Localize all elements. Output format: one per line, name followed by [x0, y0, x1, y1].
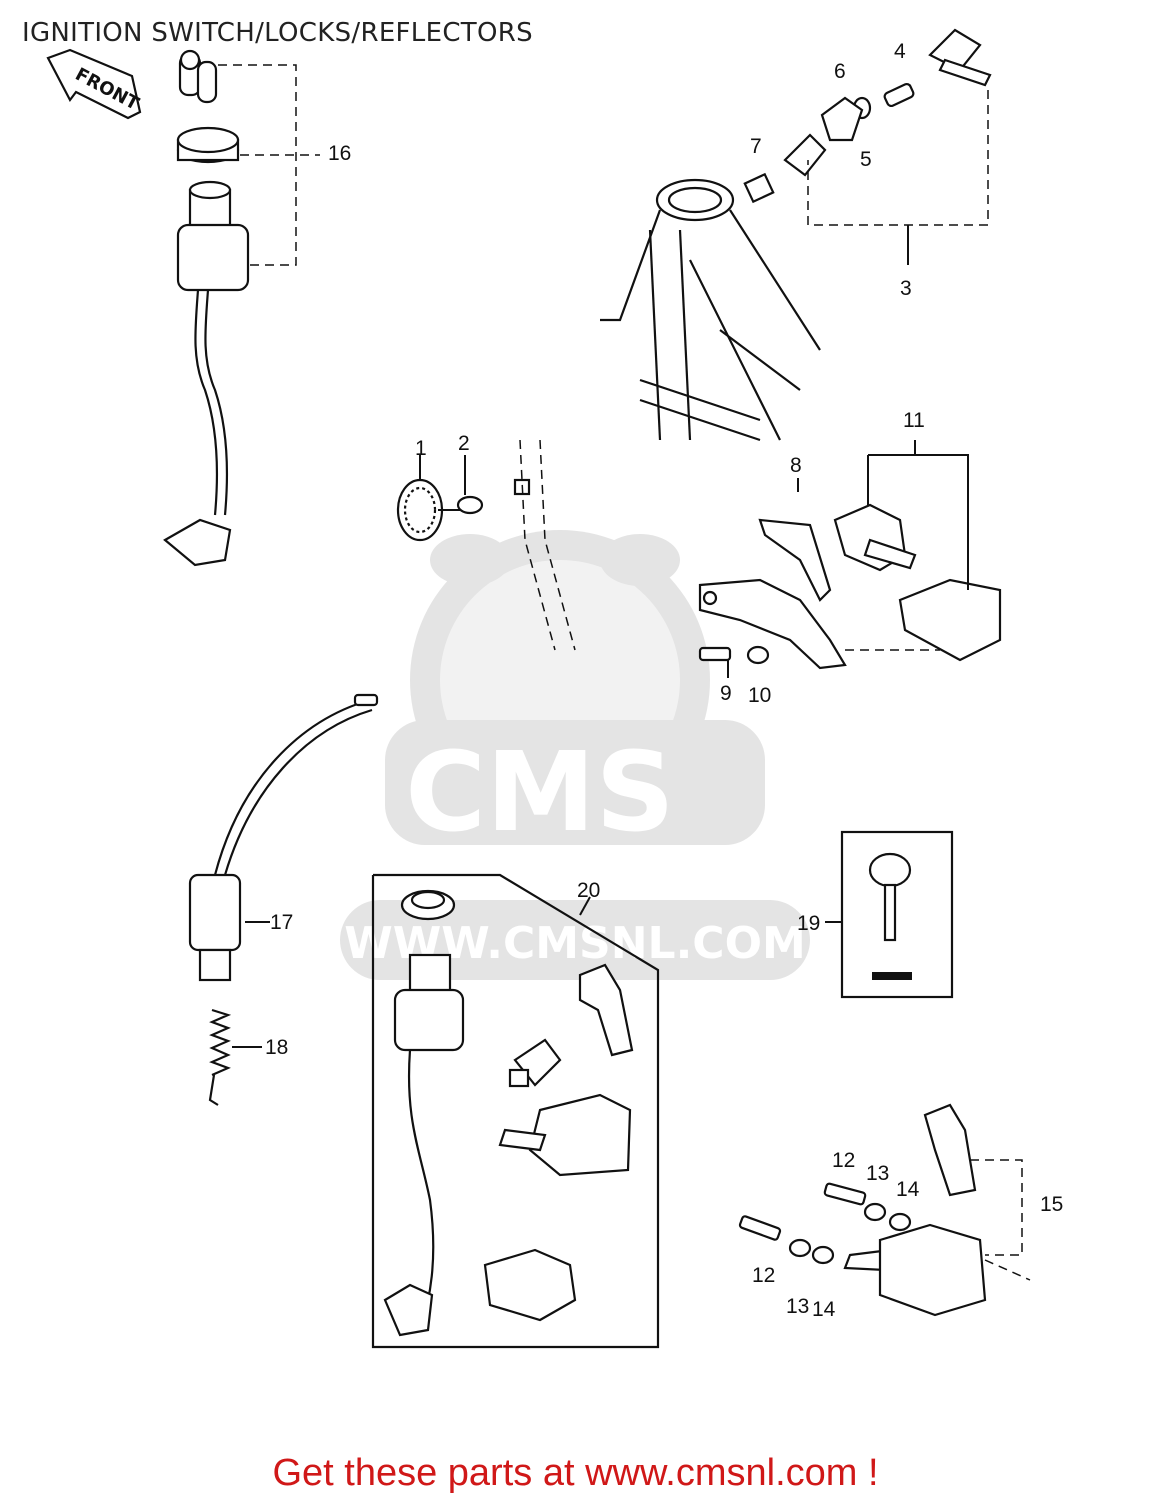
callout-10: 10 [748, 684, 771, 707]
callout-9: 9 [720, 682, 732, 705]
callout-16: 16 [328, 142, 351, 165]
ignition-switch-top [163, 49, 320, 567]
callout-13a: 13 [866, 1162, 889, 1185]
watermark: CMS WWW.CMSNL.COM [340, 530, 810, 980]
reflector [396, 439, 576, 651]
callout-12a: 12 [832, 1149, 855, 1172]
callout-1: 1 [415, 437, 427, 460]
frame-steering-head [600, 178, 821, 442]
callout-13b: 13 [786, 1295, 809, 1318]
callout-11: 11 [903, 409, 925, 432]
callout-7: 7 [750, 135, 762, 158]
callout-20: 20 [577, 879, 600, 902]
callout-18: 18 [265, 1036, 288, 1059]
steering-lock-parts [743, 28, 992, 265]
callout-15: 15 [1040, 1193, 1063, 1216]
callout-14a: 14 [896, 1178, 920, 1201]
callout-3: 3 [900, 277, 912, 300]
page-title: IGNITION SWITCH/LOCKS/REFLECTORS [22, 18, 533, 48]
callout-6: 6 [834, 60, 846, 83]
callout-5: 5 [860, 148, 872, 171]
callout-19: 19 [797, 912, 820, 935]
front-arrow: FRONT [46, 48, 143, 120]
watermark-logo: CMS [405, 728, 674, 856]
callout-2: 2 [458, 432, 470, 455]
stop-switch [188, 693, 379, 982]
lock-assembly-15 [738, 1103, 1031, 1317]
parts-diagram: CMS WWW.CMSNL.COM FRONT [46, 28, 1063, 1349]
callout-8: 8 [790, 454, 802, 477]
callout-labels: 1 2 3 4 5 6 7 8 9 10 11 12 12 13 13 14 1… [265, 40, 1063, 1321]
callout-14b: 14 [812, 1298, 836, 1321]
lock-set-box [371, 873, 660, 1349]
parts-link[interactable]: Get these parts at www.cmsnl.com ! [272, 1452, 879, 1494]
key-box [825, 830, 954, 999]
bracket-lock-assembly [698, 440, 1002, 678]
callout-4: 4 [894, 40, 906, 63]
spring [208, 1008, 262, 1106]
callout-12b: 12 [752, 1264, 775, 1287]
callout-17: 17 [270, 911, 293, 934]
